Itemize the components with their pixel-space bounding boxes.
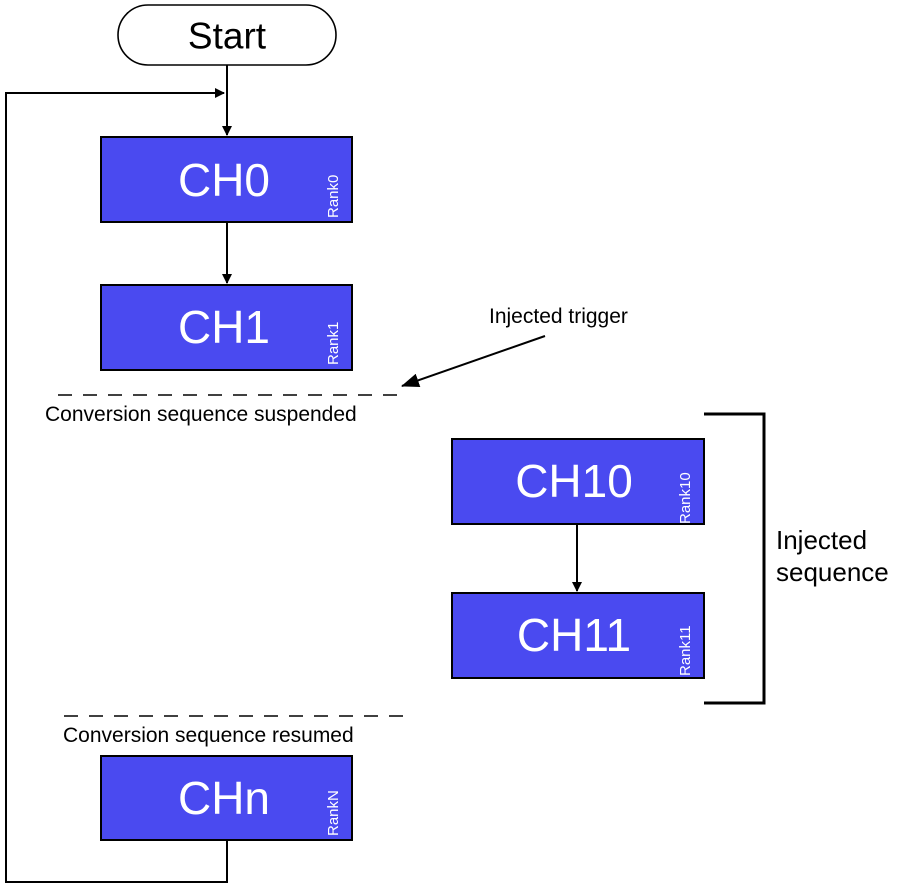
channel-box-ch1: CH1 Rank1 — [100, 284, 353, 371]
channel-label-ch0: CH0 — [178, 154, 270, 206]
rank-label-ch1: Rank1 — [325, 322, 342, 365]
rank-label-ch11: Rank11 — [677, 625, 694, 676]
injected-trigger-arrow — [401, 335, 546, 387]
channel-label-ch10: CH10 — [515, 455, 633, 507]
injected-sequence-bracket — [704, 412, 766, 705]
channel-box-ch0-shape — [100, 136, 353, 223]
channel-box-ch10: CH10 Rank10 — [451, 438, 705, 525]
channel-label-chn: CHn — [178, 772, 270, 824]
injected-trigger-label: Injected trigger — [489, 305, 628, 328]
channel-box-chn: CHn RankN — [100, 755, 353, 841]
start-label: Start — [188, 16, 267, 57]
resumed-label: Conversion sequence resumed — [63, 724, 354, 747]
rank-label-ch0: Rank0 — [325, 175, 342, 218]
rank-label-chn: RankN — [325, 790, 342, 836]
channel-label-ch11: CH11 — [517, 609, 631, 661]
channel-box-ch10-shape — [451, 438, 705, 525]
suspended-label: Conversion sequence suspended — [45, 403, 357, 426]
channel-box-chn-shape — [100, 755, 353, 841]
loop-back-arrow — [5, 88, 228, 883]
rank-label-ch10: Rank10 — [677, 472, 694, 524]
channel-box-ch1-shape — [100, 284, 353, 371]
channel-box-ch0: CH0 Rank0 — [100, 136, 353, 223]
start-node: Start — [117, 4, 337, 66]
injected-sequence-label-line2: sequence — [776, 557, 889, 587]
channel-label-ch1: CH1 — [178, 301, 270, 353]
channel-box-ch11-shape — [451, 592, 705, 679]
channel-box-ch11: CH11 Rank11 — [451, 592, 705, 679]
injected-sequence-label-line1: Injected — [776, 525, 867, 555]
